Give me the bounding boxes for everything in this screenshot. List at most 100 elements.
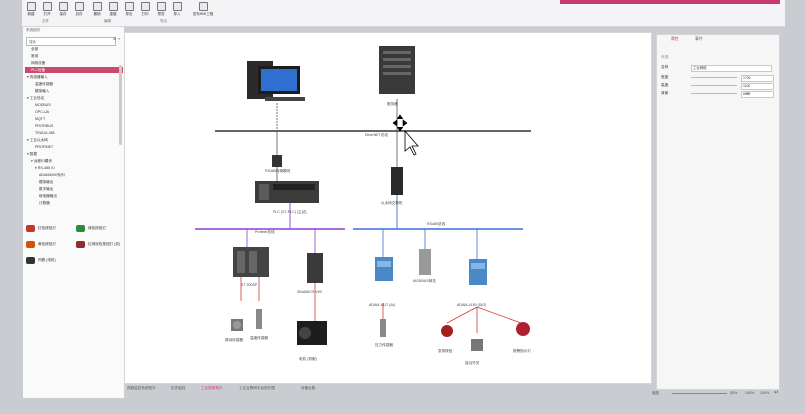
prop-slider[interactable] — [691, 85, 737, 86]
converter-icon[interactable] — [272, 155, 282, 167]
preview-button[interactable]: 预览 — [154, 2, 168, 18]
tree-item[interactable]: ▾ 工业协议 — [27, 96, 45, 100]
tree-item[interactable]: 继电器输出 — [39, 194, 57, 198]
zoom-percent: 100% — [760, 391, 770, 395]
prop-slider[interactable] — [691, 77, 737, 78]
tree-scrollbar[interactable] — [119, 65, 122, 145]
palette-item[interactable]: 黄色按钮灯 — [26, 239, 74, 253]
palette-item[interactable]: 绿色按钮灯 — [76, 223, 124, 237]
prop-slider[interactable] — [691, 93, 737, 94]
tree-item[interactable]: 温度传感器 — [35, 82, 53, 86]
lamp-icon — [26, 241, 35, 248]
zoom-max: 100% — [745, 391, 755, 395]
import-button[interactable]: 导入 — [170, 2, 184, 18]
tree-item[interactable]: OPC-UA — [35, 110, 49, 114]
proximity-label: 接近开关 — [465, 361, 480, 365]
save-as-button[interactable]: 另存 — [72, 2, 86, 18]
section-title: 外观 — [661, 55, 669, 59]
adam-4117-label: ADAM-4117 (AI) — [369, 303, 396, 307]
tab-properties[interactable]: 属性 — [671, 37, 679, 41]
doc-tab[interactable]: 历史曲线 — [168, 385, 190, 392]
tree-item[interactable]: MQTT — [35, 117, 46, 121]
et200sp-icon[interactable] — [233, 247, 269, 277]
prop-row: 宽度 1700 — [661, 75, 774, 82]
tree-item[interactable]: 模拟输出 — [39, 180, 54, 184]
new-button[interactable]: 新建 — [24, 2, 38, 18]
diagram-canvas[interactable]: EtherNET总线 服务器 RS485转换模块 PLC (S7-PLC) (主… — [124, 32, 652, 384]
lamp-icon — [76, 225, 85, 232]
group-label-file: 文件 — [42, 19, 49, 23]
palette-item[interactable]: 红绿双色按钮灯 (双) — [76, 239, 124, 253]
tree-item[interactable]: PLC设备 — [25, 67, 123, 73]
publish-hmi-button[interactable]: 发布HMI工程 — [192, 2, 214, 18]
tree-item[interactable]: 模拟输入 — [35, 89, 50, 93]
doc-tab[interactable]: 工业互联网平台拓扑图 — [236, 385, 279, 392]
collapse-icon[interactable]: ≡ — [118, 37, 121, 41]
search-input[interactable] — [26, 37, 116, 46]
prop-row: 背景 #ffffff — [661, 91, 774, 98]
server-label: 服务器 — [387, 102, 398, 106]
converter-label: RS485转换模块 — [265, 169, 291, 173]
alarm-lamp-icon[interactable] — [516, 322, 530, 336]
prop-value[interactable]: #ffffff — [741, 91, 774, 98]
save-as-icon — [74, 2, 84, 11]
estop-button-icon[interactable] — [441, 325, 453, 337]
return-icon[interactable]: ↵ — [774, 390, 780, 396]
prop-value[interactable]: 1700 — [741, 75, 774, 82]
prop-value[interactable]: 1100 — [741, 83, 774, 90]
v90-drive-icon[interactable] — [307, 253, 323, 283]
plc-icon[interactable] — [255, 181, 319, 203]
panel-title: 系统组件 — [26, 28, 41, 32]
prop-key: 宽度 — [661, 75, 669, 79]
switch-icon[interactable] — [391, 167, 403, 195]
tree-item[interactable]: ▾ 传感器输入 — [27, 75, 48, 79]
tree-item[interactable]: ▾ 工业以太网 — [27, 138, 48, 142]
tree-item[interactable]: 数字输出 — [39, 187, 54, 191]
alarm-lamp-label: 报警指示灯 — [513, 349, 531, 353]
tree-item[interactable]: PROFIBUS — [35, 124, 54, 128]
tree-item[interactable]: ▾ 远程IO模块 — [31, 159, 52, 163]
tab-events[interactable]: 事件 — [695, 37, 703, 41]
workstation-icon[interactable] — [247, 61, 305, 101]
tree-item[interactable]: ▾ RS-485 IO — [35, 166, 55, 170]
temp-sensor-icon[interactable] — [256, 309, 262, 329]
server-icon[interactable] — [379, 46, 415, 94]
ribbon-toolbar: 新建 打开 保存 另存 撤销 重做 导出 打印 预览 导入 发布HMI工程 文件… — [22, 0, 785, 27]
palette-item[interactable]: 红色按钮灯 — [26, 223, 74, 237]
print-button[interactable]: 打印 — [138, 2, 152, 18]
tree-item[interactable]: 计数器 — [39, 201, 50, 205]
servo-motor-icon[interactable] — [297, 321, 327, 345]
adam-4150-icon[interactable] — [469, 259, 487, 285]
export-button[interactable]: 导出 — [122, 2, 136, 18]
tree-item[interactable]: ADAM4000系列 — [39, 173, 65, 177]
export-icon — [124, 2, 134, 11]
pressure-sensor-icon[interactable] — [380, 319, 386, 337]
topology-svg — [195, 46, 531, 351]
prop-name-field[interactable]: 工业网络 — [691, 65, 772, 72]
proximity-switch-icon[interactable] — [471, 339, 483, 351]
adam-4117-icon[interactable] — [375, 257, 393, 281]
save-button[interactable]: 保存 — [56, 2, 70, 18]
zoom-slider[interactable] — [672, 393, 727, 394]
doc-tab[interactable]: 设备台账 — [298, 385, 320, 392]
modbus-gateway-icon[interactable] — [419, 249, 431, 275]
open-button[interactable]: 打开 — [40, 2, 54, 18]
prop-key: 背景 — [661, 91, 669, 95]
doc-tab[interactable]: 工业现场拓扑 — [198, 385, 227, 392]
zoom-min: 50% — [730, 391, 738, 395]
tree-item[interactable]: TRUDA-485 — [35, 131, 55, 135]
undo-button[interactable]: 撤销 — [90, 2, 104, 18]
ethernet-bus-label: EtherNET总线 — [365, 133, 388, 137]
tree-item[interactable]: MODBUS — [35, 103, 51, 107]
vibration-sensor-icon[interactable] — [231, 319, 243, 331]
servo-motor-label: 电机 (伺服) — [299, 357, 317, 361]
doc-tab[interactable]: 视频监控系统拓扑 — [124, 385, 160, 392]
tree-item[interactable]: 常用 — [31, 54, 39, 58]
palette-item[interactable]: 伺服 (电机) — [26, 255, 74, 269]
tree-item[interactable]: PROFINET — [35, 145, 54, 149]
tree-item[interactable]: 全部 — [31, 47, 39, 51]
tree-item[interactable]: 网络设备 — [31, 61, 46, 65]
filter-icon[interactable]: ⊞ — [113, 37, 116, 41]
tree-item[interactable]: ▾ 数据 — [27, 152, 37, 156]
redo-button[interactable]: 重做 — [106, 2, 120, 18]
